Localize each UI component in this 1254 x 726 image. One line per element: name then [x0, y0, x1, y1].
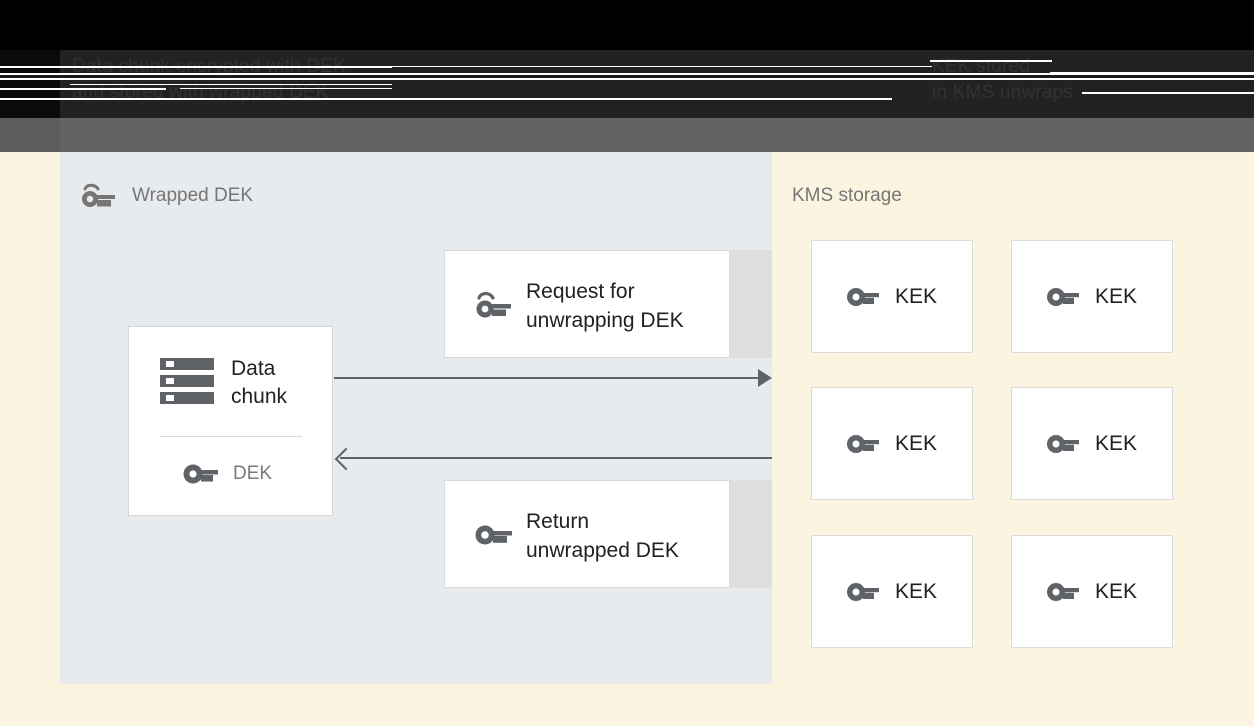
kek-label: KEK [1094, 579, 1138, 603]
scanline-artifact [70, 84, 392, 85]
scanline-artifact [180, 88, 392, 89]
scanline-artifact [0, 78, 1254, 80]
banner-top-black-bar [0, 0, 1254, 50]
kek-label: KEK [894, 284, 938, 308]
key-icon [1046, 285, 1081, 309]
data-chunk-card [128, 326, 333, 516]
key-icon [1046, 580, 1081, 604]
request-unwrap-label: Request for unwrapping DEK [526, 280, 684, 332]
kek-box: KEK [811, 387, 973, 500]
data-chunk-label: Data chunk [231, 357, 288, 408]
banner-left-black-column [0, 50, 60, 118]
key-icon [474, 521, 516, 551]
wrapped-key-icon [79, 180, 119, 210]
key-icon [846, 285, 881, 309]
return-unwrapped-label: Return unwrapped DEK [526, 510, 679, 562]
data-card-divider [160, 436, 302, 437]
request-arrow-line [334, 377, 758, 379]
return-arrow-line [340, 457, 772, 459]
banner-gray-bar [0, 118, 1254, 152]
kms-storage-title: KMS storage [792, 185, 902, 206]
scanline-artifact [0, 88, 166, 90]
key-icon [846, 432, 881, 456]
kek-label: KEK [1094, 431, 1138, 455]
scanline-artifact [0, 98, 892, 100]
scanline-artifact [1082, 92, 1254, 94]
scanline-artifact-dark [0, 75, 1254, 78]
scanline-artifact [0, 73, 1254, 75]
banner-caption-right-line2: in KMS unwraps [932, 82, 1074, 103]
kek-box: KEK [1011, 535, 1173, 648]
banner-gray-bar-left [0, 118, 60, 152]
scanline-artifact [0, 66, 392, 68]
key-icon [846, 580, 881, 604]
scanline-artifact [930, 60, 1052, 62]
wrapped-dek-title: Wrapped DEK [132, 185, 254, 206]
wrapped-key-icon [474, 289, 516, 319]
request-arrow-head [758, 369, 772, 387]
kek-label: KEK [894, 579, 938, 603]
key-icon [1046, 432, 1081, 456]
kek-label: KEK [894, 431, 938, 455]
kek-box: KEK [811, 240, 973, 353]
kek-label: KEK [1094, 284, 1138, 308]
data-chunk-icon [160, 357, 214, 405]
banner-caption-left-line2: and stored with wrapped DEK [72, 82, 329, 103]
key-icon [183, 462, 219, 486]
scanline-artifact [392, 66, 932, 67]
dek-label: DEK [233, 463, 273, 484]
kek-box: KEK [1011, 240, 1173, 353]
kek-box: KEK [811, 535, 973, 648]
kek-box: KEK [1011, 387, 1173, 500]
